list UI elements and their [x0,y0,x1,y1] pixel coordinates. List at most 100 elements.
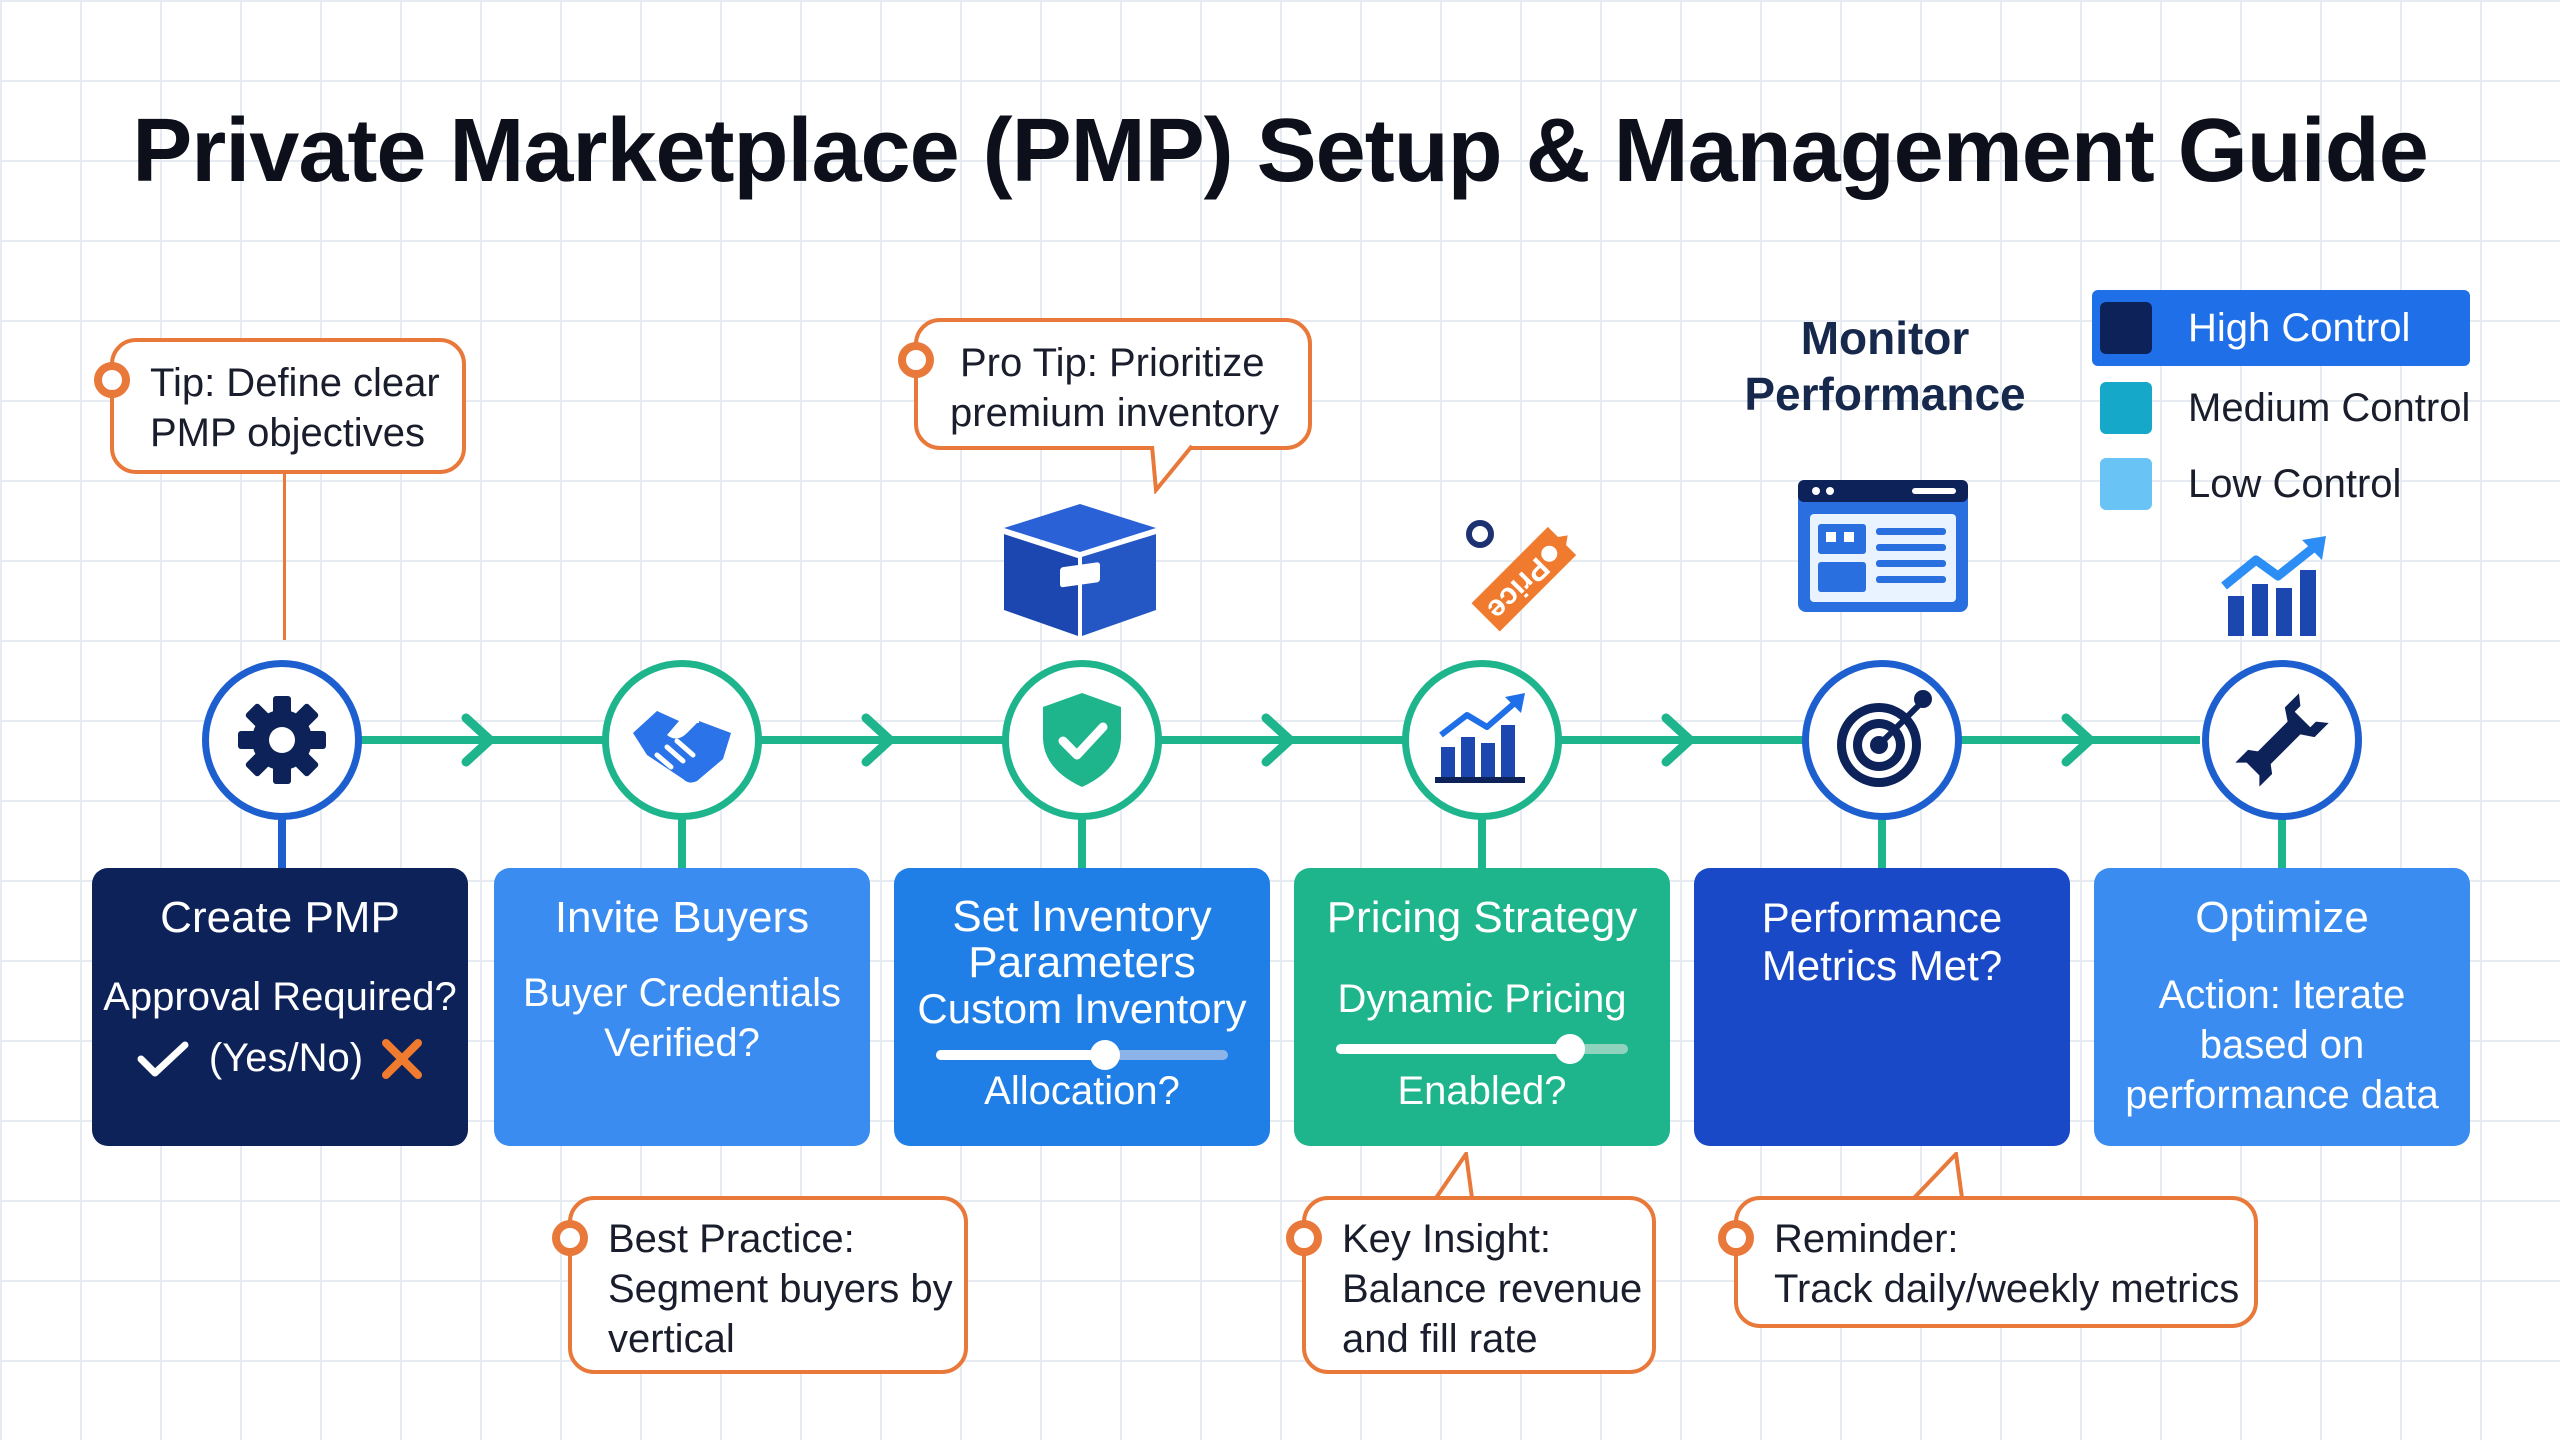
step-1-node [202,660,362,820]
step-1-title: Create PMP [160,893,400,942]
stem-3 [1078,818,1086,868]
dashboard-window-icon [1798,480,1968,612]
inventory-box-icon [1003,504,1157,636]
callout-reminder: Reminder: Track daily/weekly metrics [1718,1196,2258,1328]
callout-pro-tip-line-2: premium inventory [950,391,1280,435]
callout-tip-line-1: Tip: Define clear [150,361,440,405]
legend-swatch-medium [2100,382,2152,434]
tip-connector-line [283,472,286,640]
callout-pro-tip-tail [1150,444,1194,494]
stem-6 [2278,818,2286,868]
legend-high-highlight [2092,290,2470,366]
callout-dot-icon [1718,1220,1754,1256]
monitor-label-line-2: Performance [1744,368,2026,420]
callout-pro-tip: Pro Tip: Prioritize premium inventory [898,318,1312,450]
step-6-sub-line-1: Action: Iterate [2158,973,2406,1017]
stem-1 [278,818,286,868]
target-icon [1837,690,1932,787]
step-1-sub: Approval Required? [103,975,457,1019]
step-4-node [1402,660,1562,820]
legend-label-high: High Control [2188,305,2411,350]
callout-key-insight-line-1: Key Insight: [1342,1217,1552,1261]
step-3-sub: Allocation? [984,1069,1180,1113]
callout-dot-icon [898,342,934,378]
shield-check-icon [1043,693,1121,787]
callout-best-practice-line-1: Best Practice: [608,1217,855,1261]
yes-no-label: (Yes/No) [208,1036,364,1080]
callout-key-insight-tail [1434,1152,1474,1200]
step-5-node [1802,660,1962,820]
legend-label-low: Low Control [2188,461,2402,506]
pricing-slider-knob[interactable] [1554,1034,1585,1064]
inventory-slider-knob[interactable] [1090,1040,1121,1070]
step-card-invite-buyers[interactable]: Invite Buyers Buyer Credentials Verified… [494,868,870,1146]
step-4-sub-2: Enabled? [1397,1069,1567,1113]
step-card-performance-metrics[interactable]: Performance Metrics Met? [1694,868,2070,1146]
wrench-icon [2235,693,2329,787]
callout-reminder-tail [1912,1152,1964,1200]
close-icon [382,1038,423,1079]
step-3-title-line-1: Set Inventory [952,892,1212,941]
check-icon [137,1041,189,1076]
step-3-node [1002,660,1162,820]
legend-item-high-control: High Control [2100,302,2410,354]
monitor-label-line-1: Monitor [1800,312,1970,364]
step-6-sub-line-2: based on [2199,1023,2365,1067]
trend-bars-icon [2221,536,2326,636]
bar-chart-up-icon [1435,693,1525,783]
pricing-slider-fill [1336,1044,1570,1054]
callout-key-insight-line-3: and fill rate [1342,1317,1538,1361]
price-tag-icon: Price [1466,520,1577,632]
stem-4 [1478,818,1486,868]
inventory-slider[interactable] [936,1040,1228,1070]
step-5-title-line-1: Performance [1761,894,2003,941]
callout-best-practice-line-2: Segment buyers by [608,1267,953,1311]
callout-key-insight: Key Insight: Balance revenue and fill ra… [1286,1196,1656,1374]
step-3-title-line-2: Parameters [968,938,1196,987]
page-title: Private Marketplace (PMP) Setup & Manage… [132,101,2429,201]
step-3-title: Set Inventory Parameters Custom Inventor… [894,894,1270,1032]
step-5-title-line-2: Metrics Met? [1761,942,2003,989]
step-2-node [602,660,762,820]
legend-swatch-high [2100,302,2152,354]
callout-pro-tip-line-1: Pro Tip: Prioritize [960,341,1265,385]
legend-label-medium: Medium Control [2188,385,2471,430]
gear-icon [238,696,326,784]
pricing-slider[interactable] [1336,1034,1628,1064]
callout-tip-line-2: PMP objectives [150,411,425,455]
legend-item-low-control: Low Control [2100,458,2401,510]
legend-swatch-low [2100,458,2152,510]
step-6-title: Optimize [2195,893,2369,942]
step-card-optimize[interactable]: Optimize Action: Iterate based on perfor… [2094,868,2470,1146]
stem-5 [1878,818,1886,868]
callout-dot-icon [94,362,130,398]
callout-reminder-line-1: Reminder: [1774,1217,1959,1261]
handshake-icon [633,711,731,783]
monitor-performance-label: Monitor Performance [1730,310,2040,422]
callout-best-practice-line-3: vertical [608,1317,735,1361]
step-2-title: Invite Buyers [554,893,810,942]
step-3-title-line-3: Custom Inventory [917,985,1247,1032]
step-4-title: Pricing Strategy [1326,893,1638,942]
step-4-sub-1: Dynamic Pricing [1337,977,1627,1021]
callout-reminder-line-2: Track daily/weekly metrics [1774,1267,2240,1311]
step-card-pricing-strategy[interactable]: Pricing Strategy Dynamic Pricing Enabled… [1294,868,1670,1146]
callout-key-insight-line-2: Balance revenue [1342,1267,1643,1311]
step-2-sub-line-2: Verified? [604,1021,760,1065]
step-card-set-inventory[interactable]: Set Inventory Parameters Custom Inventor… [894,868,1270,1146]
step-6-node [2202,660,2362,820]
callout-tip: Tip: Define clear PMP objectives [94,338,466,474]
legend-item-medium-control: Medium Control [2100,382,2470,434]
step-2-sub: Buyer Credentials Verified? [494,968,870,1068]
callout-dot-icon [552,1220,588,1256]
step-5-title: Performance Metrics Met? [1694,894,2070,990]
step-6-sub: Action: Iterate based on performance dat… [2094,970,2470,1120]
step-2-sub-line-1: Buyer Credentials [523,971,841,1015]
step-6-sub-line-3: performance data [2125,1073,2439,1117]
yes-no-row: (Yes/No) [92,1036,468,1081]
stem-2 [678,818,686,868]
step-card-create-pmp[interactable]: Create PMP Approval Required? (Yes/No) [92,868,468,1146]
callout-dot-icon [1286,1220,1322,1256]
inventory-slider-fill [936,1050,1106,1060]
callout-best-practice: Best Practice: Segment buyers by vertica… [552,1196,968,1374]
